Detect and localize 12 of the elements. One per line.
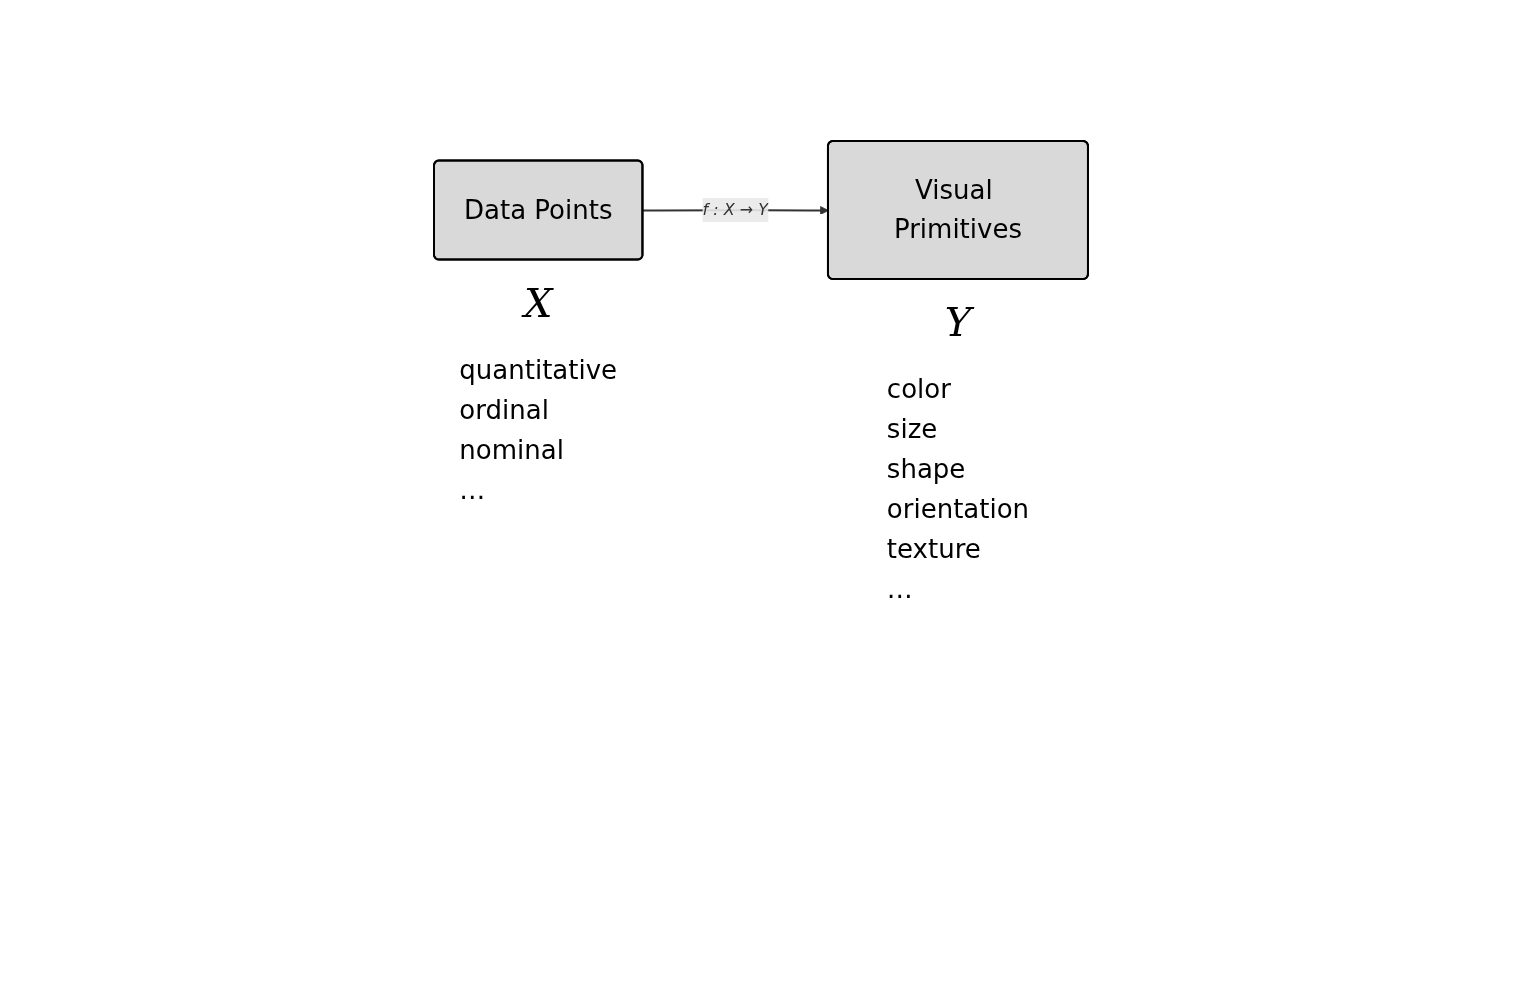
list-item: … [886, 573, 914, 606]
list-item: quantitative [459, 353, 618, 387]
list-item: … [459, 473, 487, 507]
list-item: nominal [459, 433, 565, 467]
set-symbol: Y [886, 299, 1030, 345]
list-item: size [886, 413, 939, 446]
list-item: orientation [886, 493, 1030, 526]
list-item: texture [886, 533, 982, 566]
list-item: ordinal [459, 393, 550, 427]
list-item: shape [886, 453, 967, 486]
set-symbol: X [459, 279, 618, 326]
list-item: color [886, 373, 952, 406]
